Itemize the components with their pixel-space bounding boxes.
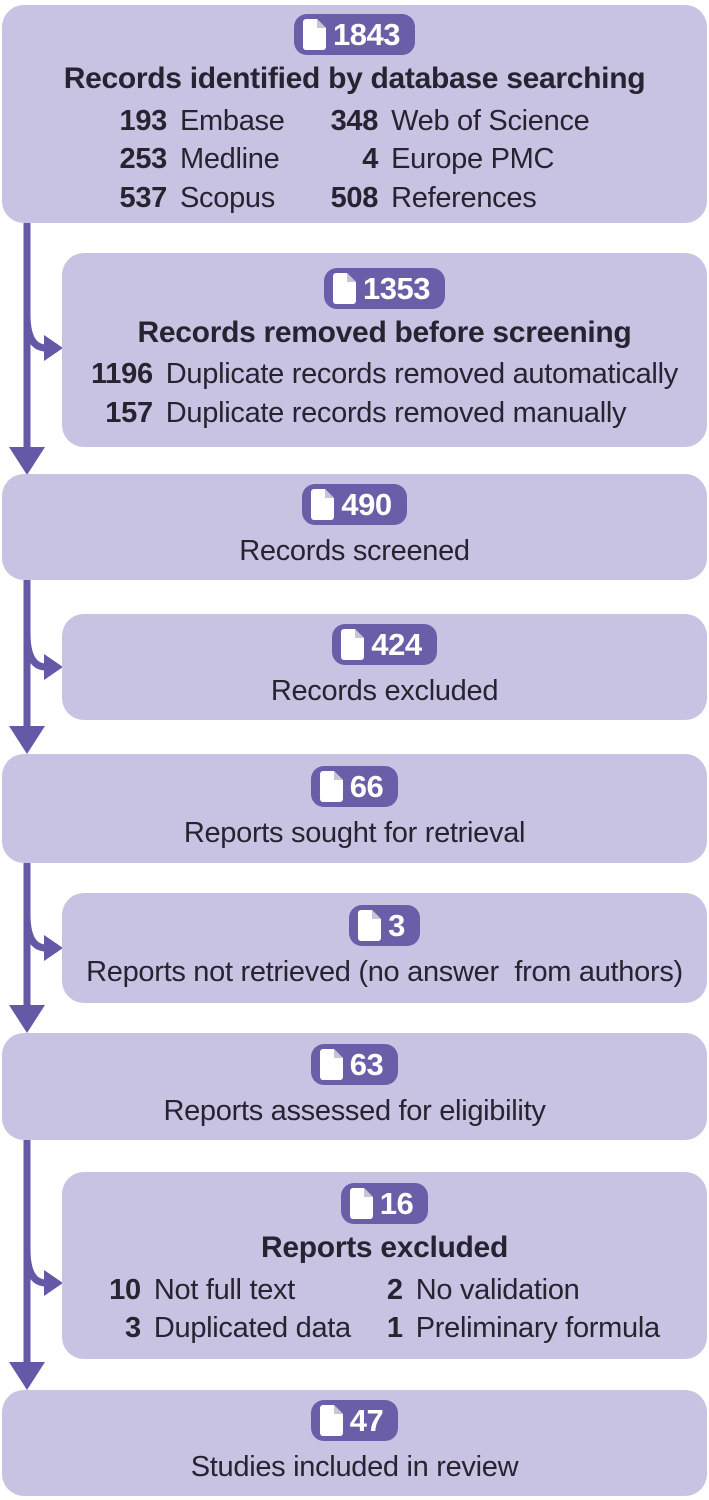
stats-columns: 193 Embase 253 Medline 537 Scopus 348 Web of… — [120, 103, 590, 218]
count-badge: 3 — [349, 905, 420, 947]
document-icon — [333, 272, 357, 304]
document-icon — [349, 1188, 373, 1220]
stat-value: 253 — [119, 143, 168, 176]
node-records-identified: 1843 Records identified by database sear… — [2, 5, 707, 223]
node-reports-excluded: 16 Reports excluded 10 Not full text 3 Dup… — [62, 1172, 707, 1359]
box-label: Records screened — [239, 535, 470, 568]
stat-value: 4 — [362, 143, 379, 176]
node-records-removed: 1353 Records removed before screening 11… — [62, 253, 707, 447]
count-badge: 63 — [310, 1043, 399, 1085]
box-label: Reports not retrieved (no answer from au… — [86, 956, 683, 989]
document-icon — [341, 629, 365, 661]
count-value: 63 — [349, 1046, 384, 1082]
count-badge: 16 — [340, 1183, 429, 1225]
stat-value: 157 — [105, 396, 153, 429]
stat-value: 193 — [119, 104, 168, 137]
stats-column-left: 10 Not full text 3 Duplicated data — [109, 1272, 351, 1348]
stat-label: Duplicate records removed automatically — [165, 358, 678, 391]
count-value: 1843 — [333, 17, 400, 52]
arrow-branch-reports-excluded — [23, 1248, 63, 1296]
stat-value: 2 — [386, 1273, 403, 1306]
stat-label: Medline — [180, 143, 280, 176]
box-label: Reports assessed for eligibility — [163, 1094, 546, 1127]
stats-column-right: 2 No validation 1 Preliminary formula — [387, 1272, 660, 1348]
count-badge: 47 — [310, 1400, 399, 1442]
count-badge: 424 — [332, 624, 437, 666]
node-reports-sought: 66 Reports sought for retrieval — [2, 754, 707, 863]
stat-label: Duplicate records removed manually — [165, 396, 627, 429]
box-title: Records identified by database searching — [63, 62, 646, 95]
node-reports-not-retrieved: 3 Reports not retrieved (no answer from … — [62, 893, 707, 1003]
box-label: Records excluded — [270, 675, 499, 708]
stat-label: Duplicated data — [153, 1312, 351, 1345]
stat-label: Scopus — [180, 181, 275, 214]
count-value: 1353 — [363, 270, 430, 306]
stats-columns: 10 Not full text 3 Duplicated data 2 No val… — [109, 1272, 660, 1348]
stat-value: 508 — [330, 181, 379, 214]
stat-label: No validation — [415, 1273, 580, 1306]
stat-value: 348 — [330, 104, 379, 137]
node-studies-included: 47 Studies included in review — [2, 1390, 707, 1496]
count-badge: 1843 — [294, 14, 415, 55]
count-badge: 490 — [302, 484, 407, 526]
box-title: Records removed before screening — [137, 315, 632, 349]
stat-value: 3 — [125, 1312, 141, 1345]
box-label: Studies included in review — [190, 1451, 519, 1484]
document-icon — [303, 19, 327, 50]
document-icon — [319, 770, 343, 802]
stats-rows: 1196 Duplicate records removed automatica… — [91, 356, 678, 432]
stat-label: Embase — [180, 104, 285, 137]
stat-value: 1 — [386, 1312, 403, 1345]
stats-column-left: 193 Embase 253 Medline 537 Scopus — [120, 103, 285, 218]
stat-value: 537 — [119, 181, 168, 214]
count-badge: 66 — [310, 765, 399, 807]
count-value: 424 — [371, 627, 422, 663]
stats-column-right: 348 Web of Science 4 Europe PMC 508 Referen… — [331, 103, 590, 218]
count-badge: 1353 — [324, 267, 445, 309]
arrow-branch-not-retrieved — [23, 913, 63, 961]
box-label: Reports sought for retrieval — [183, 816, 526, 849]
stat-label: Europe PMC — [391, 143, 555, 176]
box-title: Reports excluded — [261, 1231, 508, 1265]
document-icon — [358, 910, 382, 942]
document-icon — [311, 489, 335, 521]
stat-label: References — [391, 181, 537, 214]
stat-label: Web of Science — [391, 104, 590, 137]
count-value: 490 — [341, 487, 392, 523]
arrow-branch-excluded — [23, 632, 63, 680]
node-reports-assessed: 63 Reports assessed for eligibility — [2, 1033, 707, 1140]
arrow-branch-removed — [23, 313, 63, 361]
count-value: 66 — [349, 768, 384, 804]
stat-value: 1196 — [91, 358, 153, 391]
document-icon — [319, 1405, 343, 1437]
count-value: 47 — [349, 1403, 384, 1439]
node-records-screened: 490 Records screened — [2, 474, 707, 580]
node-records-excluded: 424 Records excluded — [62, 614, 707, 720]
stat-value: 10 — [109, 1273, 141, 1306]
stat-label: Preliminary formula — [415, 1312, 660, 1345]
count-value: 3 — [388, 908, 405, 944]
document-icon — [319, 1048, 343, 1080]
stat-label: Not full text — [153, 1273, 296, 1306]
count-value: 16 — [379, 1186, 414, 1222]
